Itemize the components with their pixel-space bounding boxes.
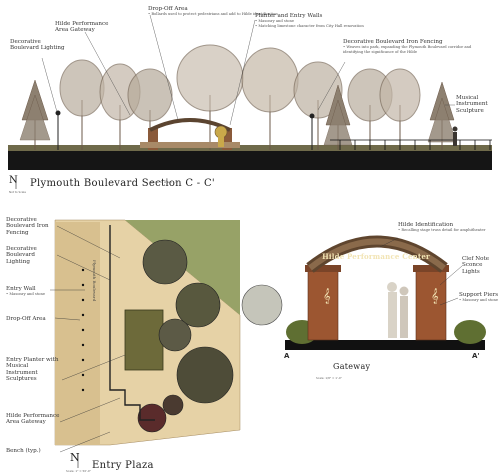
north-arrow-icon: N bbox=[70, 451, 80, 468]
svg-text:𝄞: 𝄞 bbox=[431, 289, 439, 304]
deciduous-tree-5 bbox=[241, 47, 299, 150]
gateway-elevation: 𝄞 𝄞 bbox=[285, 235, 486, 350]
bollard-column bbox=[81, 268, 85, 392]
section-label-dropoff: Drop-Off Area • Bollards used to protect… bbox=[148, 6, 278, 17]
gateway-marker-a-prime: A' bbox=[472, 352, 480, 360]
plaza-road-label: Plymouth Boulevard bbox=[92, 260, 97, 302]
plaza-label-fencing: Decorative Boulevard Iron Fencing bbox=[6, 217, 49, 236]
plaza-label-bench: Bench (typ.) bbox=[6, 448, 41, 454]
section-north-scale: Not to Scale bbox=[9, 190, 27, 194]
plaza-label-planter: Entry Planter with Musical Instrument Sc… bbox=[6, 357, 59, 382]
iron-fence bbox=[330, 139, 492, 150]
gateway-label-identification: Hilde Identification • Recalling stage t… bbox=[398, 222, 486, 233]
section-title: Plymouth Boulevard Section C - C' bbox=[30, 178, 215, 189]
deciduous-tree-1 bbox=[59, 59, 105, 150]
grass-strip bbox=[8, 145, 492, 151]
section-label-hilde-gateway: Hilde Performance Area Gateway bbox=[55, 21, 109, 34]
section-leader-lines bbox=[41, 14, 455, 126]
elevation-trees bbox=[19, 44, 457, 150]
plaza-label-dropoff: Drop-Off Area bbox=[6, 316, 46, 322]
gateway-marker-a: A bbox=[284, 352, 290, 360]
stepped-entry-wall bbox=[109, 225, 155, 421]
gateway-sign-text: Hilde Performance Center bbox=[322, 252, 430, 261]
plaza-label-lighting: Decorative Boulevard Lighting bbox=[6, 246, 37, 265]
tuba-sculpture bbox=[214, 125, 228, 147]
gateway-label-piers: Support Piers • Masonry and stone bbox=[459, 292, 499, 303]
deciduous-tree-6 bbox=[293, 61, 343, 150]
svg-text:N: N bbox=[9, 175, 18, 186]
section-label-sculpture: Musical Instrument Sculpture bbox=[456, 95, 488, 114]
gateway-leader-lines bbox=[379, 237, 463, 306]
plaza-label-gateway: Hilde Performance Area Gateway bbox=[6, 413, 60, 426]
plaza-leader-lines bbox=[50, 225, 126, 453]
gateway-label-clef-lights: Clef Note Sconce Lights bbox=[462, 256, 490, 275]
svg-text:N: N bbox=[70, 451, 80, 464]
ground-strip bbox=[8, 150, 492, 170]
section-label-planter-walls: Planter and Entry Walls • Masonry and st… bbox=[255, 13, 364, 28]
plaza-title: Entry Plaza bbox=[92, 460, 154, 471]
plaza-label-entry-wall: Entry Wall • Masonry and stone bbox=[6, 286, 46, 297]
lamp-posts bbox=[55, 110, 315, 150]
gateway-scale: Scale: 1/8" = 1'-0" bbox=[316, 376, 342, 380]
plaza-tree-canopies bbox=[137, 239, 283, 433]
entry-planter bbox=[124, 309, 164, 371]
deciduous-tree-4 bbox=[176, 44, 244, 150]
north-arrow-icon: N bbox=[9, 175, 18, 189]
section-label-lighting: Decorative Boulevard Lighting bbox=[10, 39, 65, 52]
section-subtitle: Tender to sheet 1 of 3 bbox=[150, 180, 181, 184]
deciduous-tree-8 bbox=[379, 68, 421, 150]
svg-text:𝄞: 𝄞 bbox=[323, 289, 331, 304]
person-figure bbox=[452, 126, 458, 146]
plaza-scale: Scale: 1" = 50'-0" bbox=[66, 469, 91, 473]
section-label-fencing: Decorative Boulevard Iron Fencing • Weav… bbox=[343, 39, 472, 54]
gateway-title: Gateway bbox=[333, 362, 371, 371]
plymouth-boulevard-strip bbox=[55, 222, 100, 445]
conifer-left bbox=[19, 79, 51, 150]
